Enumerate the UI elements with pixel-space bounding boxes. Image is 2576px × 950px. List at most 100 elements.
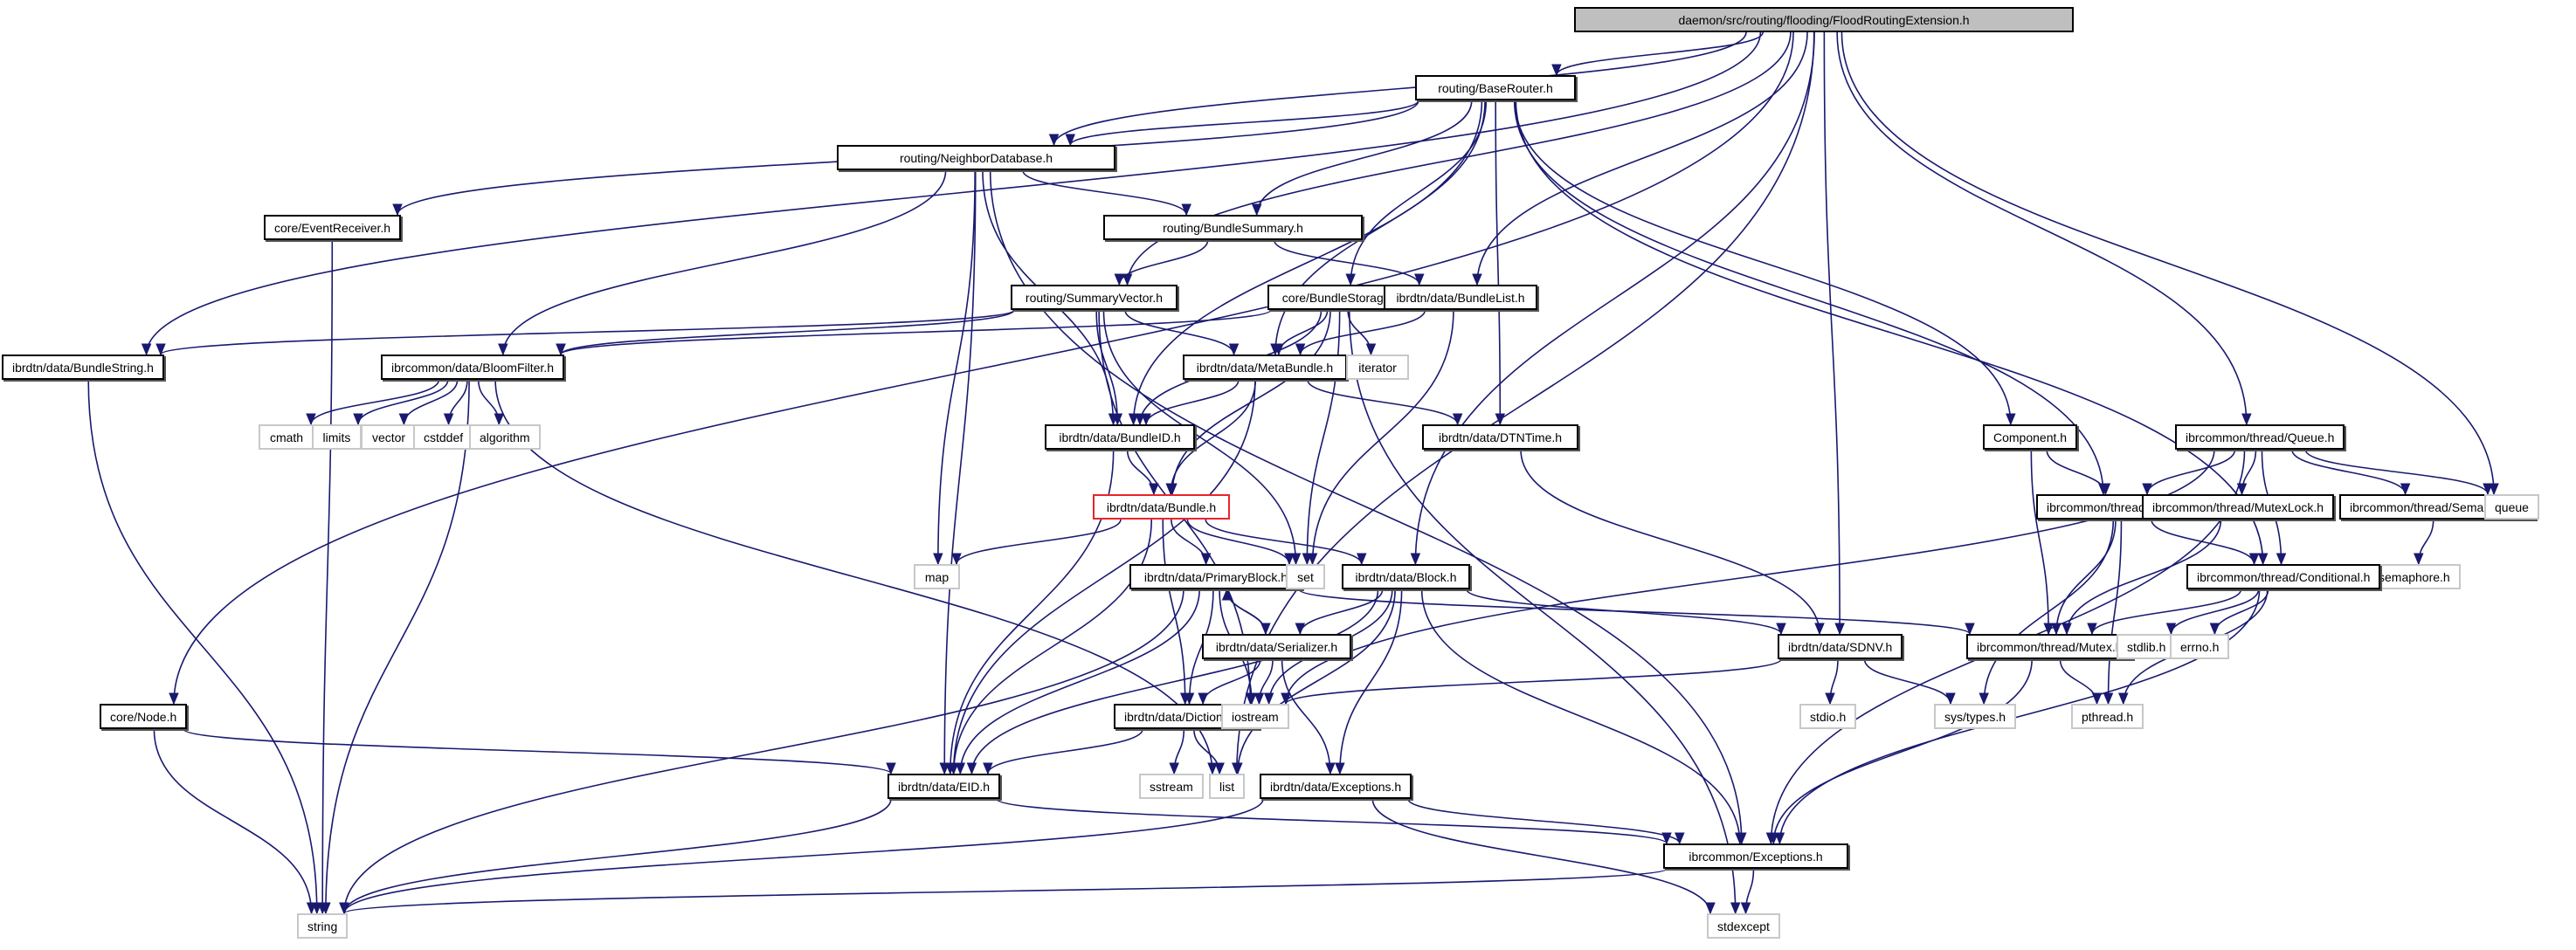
edge-root-to-queue_h	[1836, 31, 2248, 425]
node-root[interactable]: daemon/src/routing/flooding/FloodRouting…	[1574, 7, 2074, 32]
node-block[interactable]: ibrdtn/data/Block.h	[1342, 564, 1470, 589]
arrowhead-icon	[2276, 553, 2287, 566]
node-queue: queue	[2484, 494, 2539, 520]
arrowhead-icon	[1181, 203, 1191, 217]
node-stdlib: stdlib.h	[2117, 634, 2177, 659]
node-metabundle[interactable]: ibrdtn/data/MetaBundle.h	[1183, 355, 1347, 380]
node-label: core/EventReceiver.h	[274, 220, 391, 235]
edge-neighbordb-to-bloomfilter	[502, 169, 947, 355]
edge-thread-to-conditional	[2151, 519, 2255, 565]
arrowhead-icon	[1705, 902, 1716, 915]
node-baserouter[interactable]: routing/BaseRouter.h	[1415, 75, 1576, 100]
node-mutexlock[interactable]: ibrcommon/thread/MutexLock.h	[2142, 494, 2335, 520]
edge-root-to-bundlelist	[1476, 31, 1808, 286]
node-component[interactable]: Component.h	[1983, 424, 2078, 450]
node-label: semaphore.h	[2379, 569, 2450, 584]
node-bundleid[interactable]: ibrdtn/data/BundleID.h	[1045, 424, 1195, 450]
node-label: ibrdtn/data/SDNV.h	[1788, 639, 1893, 654]
edge-block-to-list	[1237, 589, 1396, 774]
edge-thread-to-mutex	[2055, 519, 2117, 635]
node-label: ibrdtn/data/BundleID.h	[1059, 430, 1181, 444]
node-sdnv[interactable]: ibrdtn/data/SDNV.h	[1778, 634, 1903, 659]
node-stdio: stdio.h	[1799, 704, 1857, 729]
node-list: list	[1209, 774, 1246, 799]
edge-metabundle-to-dtntime	[1307, 379, 1459, 425]
node-neighbordb[interactable]: routing/NeighborDatabase.h	[837, 145, 1115, 170]
arrowhead-icon	[2489, 483, 2499, 496]
node-label: queue	[2495, 499, 2529, 514]
arrowhead-icon	[141, 343, 152, 356]
node-dataexceptions[interactable]: ibrdtn/data/Exceptions.h	[1260, 774, 1412, 799]
arrowhead-icon	[1263, 692, 1274, 706]
arrowhead-icon	[1295, 343, 1306, 356]
edge-bundlestorage-to-bundle	[1171, 309, 1331, 495]
edge-baserouter-to-component	[1514, 100, 2012, 425]
node-bloomfilter[interactable]: ibrcommon/data/BloomFilter.h	[381, 355, 564, 380]
arrowhead-icon	[1128, 413, 1139, 426]
edge-block-to-dataexceptions	[1339, 589, 1403, 774]
node-bundlesummary[interactable]: routing/BundleSummary.h	[1103, 215, 1363, 240]
edge-bundle-to-eid	[952, 519, 1153, 774]
arrowhead-icon	[1221, 588, 1233, 601]
node-label: ibrdtn/data/DTNTime.h	[1438, 430, 1563, 444]
arrowhead-icon	[1247, 692, 1257, 706]
arrowhead-icon	[1135, 413, 1145, 426]
node-corenode[interactable]: core/Node.h	[100, 704, 188, 729]
arrowhead-icon	[1768, 832, 1779, 845]
node-label: sstream	[1150, 779, 1193, 794]
edge-bundle-to-map	[956, 519, 1122, 565]
node-mutex[interactable]: ibrcommon/thread/Mutex.h	[1966, 634, 2133, 659]
node-primaryblock[interactable]: ibrdtn/data/PrimaryBlock.h	[1129, 564, 1302, 589]
node-eid[interactable]: ibrdtn/data/EID.h	[887, 774, 1001, 799]
edge-metabundle-to-bundleid	[1145, 379, 1240, 425]
node-serializer[interactable]: ibrdtn/data/Serializer.h	[1202, 634, 1351, 659]
node-label: routing/BundleSummary.h	[1163, 220, 1303, 235]
node-commonexceptions[interactable]: ibrcommon/Exceptions.h	[1663, 843, 1848, 869]
edge-bloomfilter-to-limits	[357, 379, 449, 425]
arrowhead-icon	[2241, 413, 2252, 426]
arrowhead-icon	[2209, 623, 2220, 636]
node-label: ibrdtn/data/BundleList.h	[1396, 290, 1525, 305]
edge-conditional-to-commonexceptions	[1778, 589, 2261, 844]
node-dtntime[interactable]: ibrdtn/data/DTNTime.h	[1422, 424, 1578, 450]
node-conditional[interactable]: ibrcommon/thread/Conditional.h	[2186, 564, 2381, 589]
edge-metabundle-to-eid	[952, 379, 1256, 774]
node-queue-h[interactable]: ibrcommon/thread/Queue.h	[2175, 424, 2345, 450]
edge-dataexceptions-to-commonexceptions	[1407, 798, 1681, 844]
edge-dictionary-to-eid	[987, 728, 1143, 774]
edge-bundle-to-set	[1186, 519, 1290, 565]
node-errno: errno.h	[2170, 634, 2230, 659]
arrowhead-icon	[1551, 64, 1562, 77]
node-cstddef: cstddef	[413, 424, 474, 450]
arrowhead-icon	[1965, 623, 1975, 636]
edge-serializer-to-primaryblock	[1226, 589, 1267, 635]
node-bundle[interactable]: ibrdtn/data/Bundle.h	[1093, 494, 1230, 520]
arrowhead-icon	[955, 762, 966, 775]
arrowhead-icon	[1472, 273, 1482, 286]
edge-corenode-to-eid	[183, 728, 892, 774]
node-label: ibrdtn/data/Exceptions.h	[1270, 779, 1402, 794]
edge-root-to-block	[1414, 31, 1815, 565]
node-eventreceiver[interactable]: core/EventReceiver.h	[264, 215, 402, 240]
node-label: vector	[371, 430, 406, 444]
edge-mutexlock-to-mutex	[2066, 519, 2222, 635]
arrowhead-icon	[1740, 902, 1751, 915]
edge-summaryvector-to-bloomfilter	[560, 309, 1015, 355]
node-label: sys/types.h	[1944, 709, 2006, 724]
arrowhead-icon	[1284, 553, 1295, 566]
node-bundlelist[interactable]: ibrdtn/data/BundleList.h	[1384, 285, 1537, 310]
edge-dictionary-to-list	[1193, 728, 1220, 774]
arrowhead-icon	[2165, 623, 2177, 636]
arrowhead-icon	[1945, 692, 1956, 706]
node-label: daemon/src/routing/flooding/FloodRouting…	[1678, 12, 1970, 27]
arrowhead-icon	[1325, 762, 1336, 775]
arrowhead-icon	[1452, 413, 1463, 426]
node-label: ibrcommon/thread/Semaphore.h	[2350, 499, 2525, 514]
edge-eventreceiver-to-string	[321, 239, 334, 914]
edge-sdnv-to-systypes	[1863, 658, 1951, 705]
node-summaryvector[interactable]: routing/SummaryVector.h	[1011, 285, 1178, 310]
edge-eid-to-commonexceptions	[996, 798, 1668, 844]
arrowhead-icon	[2061, 623, 2072, 636]
arrowhead-icon	[443, 413, 454, 426]
node-bundlestring[interactable]: ibrdtn/data/BundleString.h	[2, 355, 164, 380]
